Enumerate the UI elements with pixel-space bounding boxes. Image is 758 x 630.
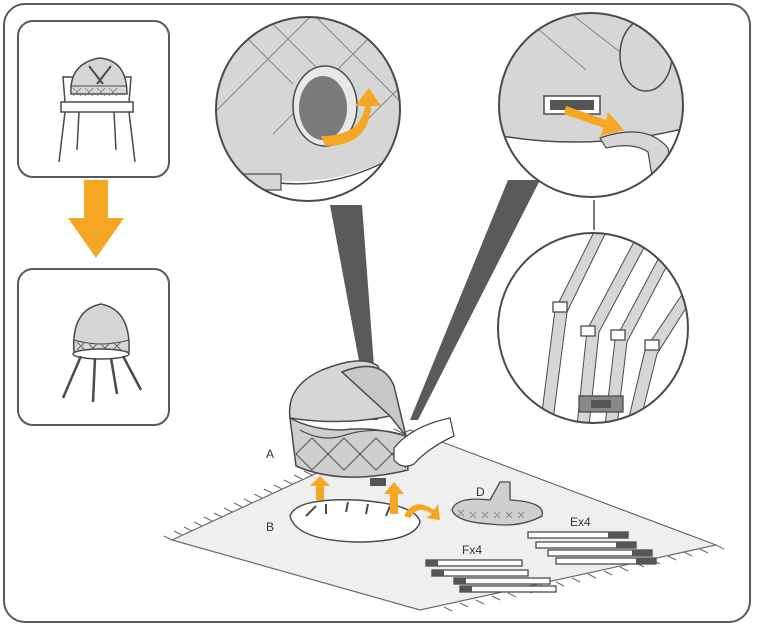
tray-part-d	[450, 480, 550, 530]
extensions-part-f	[424, 556, 564, 606]
label-b: B	[266, 520, 274, 534]
label-e: Ex4	[570, 515, 591, 529]
base-part-b	[286, 486, 426, 546]
label-d: D	[476, 485, 485, 499]
label-f: Fx4	[462, 543, 482, 557]
label-a: A	[266, 447, 274, 461]
